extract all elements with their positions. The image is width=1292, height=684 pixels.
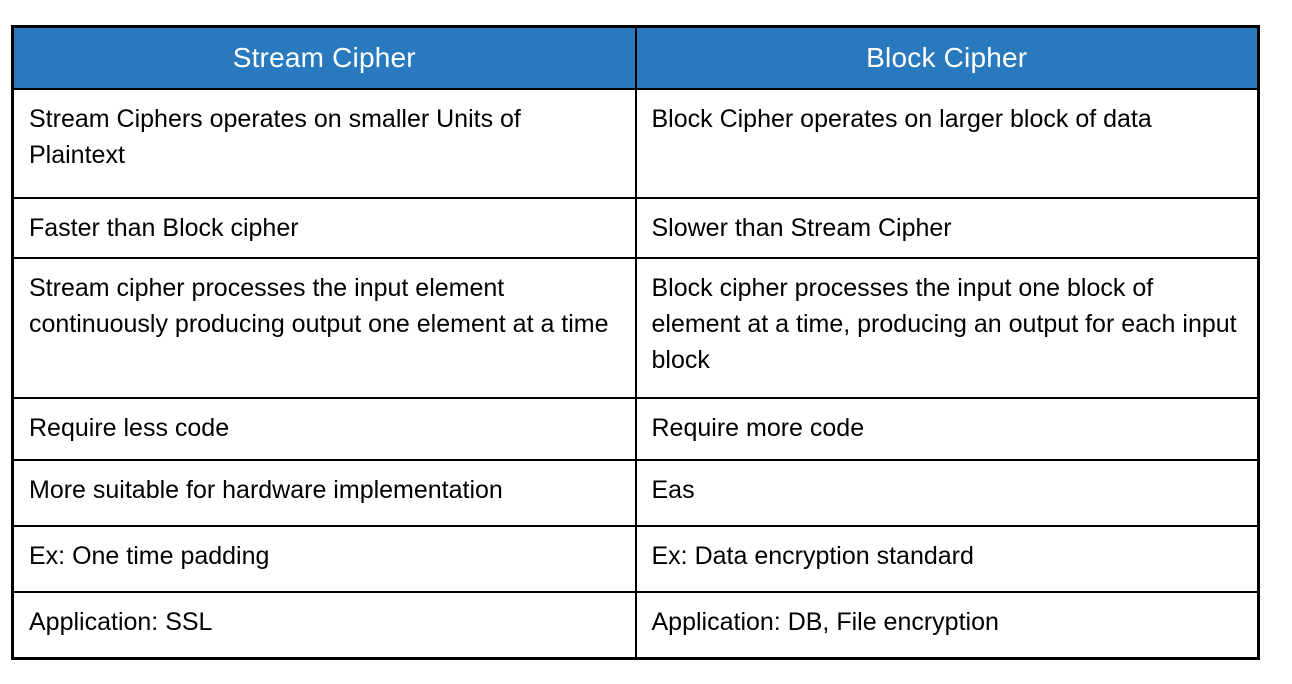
cell-stream-hardware: More suitable for hardware implementatio… (11, 458, 637, 527)
cell-block-application: Application: DB, File encryption (634, 590, 1260, 660)
header-cell-block-cipher: Block Cipher (634, 25, 1260, 90)
table-header-row: Stream Cipher Block Cipher (11, 25, 1260, 90)
cell-stream-speed: Faster than Block cipher (11, 196, 637, 259)
cipher-comparison-table: Stream Cipher Block Cipher Stream Cipher… (11, 25, 1260, 660)
cell-block-processing: Block cipher processes the input one blo… (634, 256, 1260, 399)
table-row: Application: SSL Application: DB, File e… (11, 590, 1260, 660)
cell-block-code: Require more code (634, 396, 1260, 461)
cell-stream-processing: Stream cipher processes the input elemen… (11, 256, 637, 399)
cell-block-hardware: Eas (634, 458, 1260, 527)
cell-stream-code: Require less code (11, 396, 637, 461)
header-cell-stream-cipher: Stream Cipher (11, 25, 637, 90)
table-row: Stream cipher processes the input elemen… (11, 256, 1260, 399)
table-row: Ex: One time padding Ex: Data encryption… (11, 524, 1260, 593)
table-row: Faster than Block cipher Slower than Str… (11, 196, 1260, 259)
cell-stream-units: Stream Ciphers operates on smaller Units… (11, 87, 637, 199)
cell-block-speed: Slower than Stream Cipher (634, 196, 1260, 259)
cell-block-units: Block Cipher operates on larger block of… (634, 87, 1260, 199)
cell-stream-application: Application: SSL (11, 590, 637, 660)
cell-stream-example: Ex: One time padding (11, 524, 637, 593)
table-row: More suitable for hardware implementatio… (11, 458, 1260, 527)
table-row: Require less code Require more code (11, 396, 1260, 461)
table-row: Stream Ciphers operates on smaller Units… (11, 87, 1260, 199)
cell-block-example: Ex: Data encryption standard (634, 524, 1260, 593)
